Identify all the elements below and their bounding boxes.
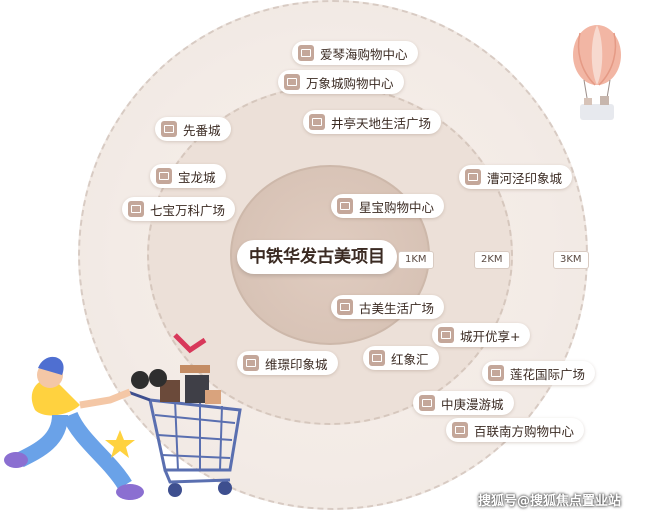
place-tag: 维璟印象城 [237, 351, 338, 375]
place-tag: 百联南方购物中心 [446, 418, 585, 442]
place-label: 七宝万科广场 [150, 202, 226, 218]
place-tag: 红象汇 [363, 346, 439, 370]
watermark-text: 搜狐号@搜狐焦点置业站 [478, 494, 622, 509]
place-label: 百联南方购物中心 [474, 423, 575, 439]
shopping-bag-icon [369, 350, 385, 366]
place-tag: 宝龙城 [150, 164, 226, 188]
project-center-label: 中铁华发古美项目 [237, 240, 397, 274]
place-tag: 城开优享+ [432, 323, 531, 347]
place-tag: 漕河泾印象城 [459, 165, 573, 189]
shopping-bag-icon [465, 169, 481, 185]
place-label: 井亭天地生活广场 [331, 115, 432, 131]
distance-2km: 2KM [474, 251, 510, 269]
place-tag: 星宝购物中心 [331, 194, 445, 218]
shopping-bag-icon [156, 168, 172, 184]
place-tag: 井亭天地生活广场 [303, 110, 442, 134]
distance-3km: 3KM [553, 251, 589, 269]
place-label: 红象汇 [391, 351, 429, 367]
shopping-bag-icon [128, 201, 144, 217]
shopping-bag-icon [243, 355, 259, 371]
place-label: 万象城购物中心 [306, 75, 394, 91]
shopping-bag-icon [161, 121, 177, 137]
place-label: 先番城 [183, 122, 221, 138]
place-label: 维璟印象城 [265, 356, 328, 372]
place-label: 星宝购物中心 [359, 199, 435, 215]
place-tag: 先番城 [155, 117, 231, 141]
hot-air-balloon-illustration [573, 25, 621, 120]
place-label: 古美生活广场 [359, 300, 435, 316]
place-label: 中庚漫游城 [441, 396, 504, 412]
place-tag: 中庚漫游城 [413, 391, 514, 415]
place-label: 爱琴海购物中心 [320, 46, 408, 62]
place-tag: 爱琴海购物中心 [292, 41, 418, 65]
place-label: 莲花国际广场 [510, 366, 586, 382]
shopping-bag-icon [309, 114, 325, 130]
place-tag: 万象城购物中心 [278, 70, 404, 94]
place-tag: 七宝万科广场 [122, 197, 236, 221]
shopper-with-cart-illustration [4, 333, 242, 500]
shopping-bag-icon [438, 327, 454, 343]
shopping-bag-icon [298, 45, 314, 61]
place-label: 漕河泾印象城 [487, 170, 563, 186]
place-label: 城开优享+ [460, 328, 521, 344]
shopping-bag-icon [337, 198, 353, 214]
place-tag: 古美生活广场 [331, 295, 445, 319]
shopping-bag-icon [419, 395, 435, 411]
place-tag: 莲花国际广场 [482, 361, 596, 385]
shopping-bag-icon [284, 74, 300, 90]
shopping-bag-icon [488, 365, 504, 381]
shopping-bag-icon [452, 422, 468, 438]
place-label: 宝龙城 [178, 169, 216, 185]
shopping-bag-icon [337, 299, 353, 315]
distance-1km: 1KM [398, 251, 434, 269]
